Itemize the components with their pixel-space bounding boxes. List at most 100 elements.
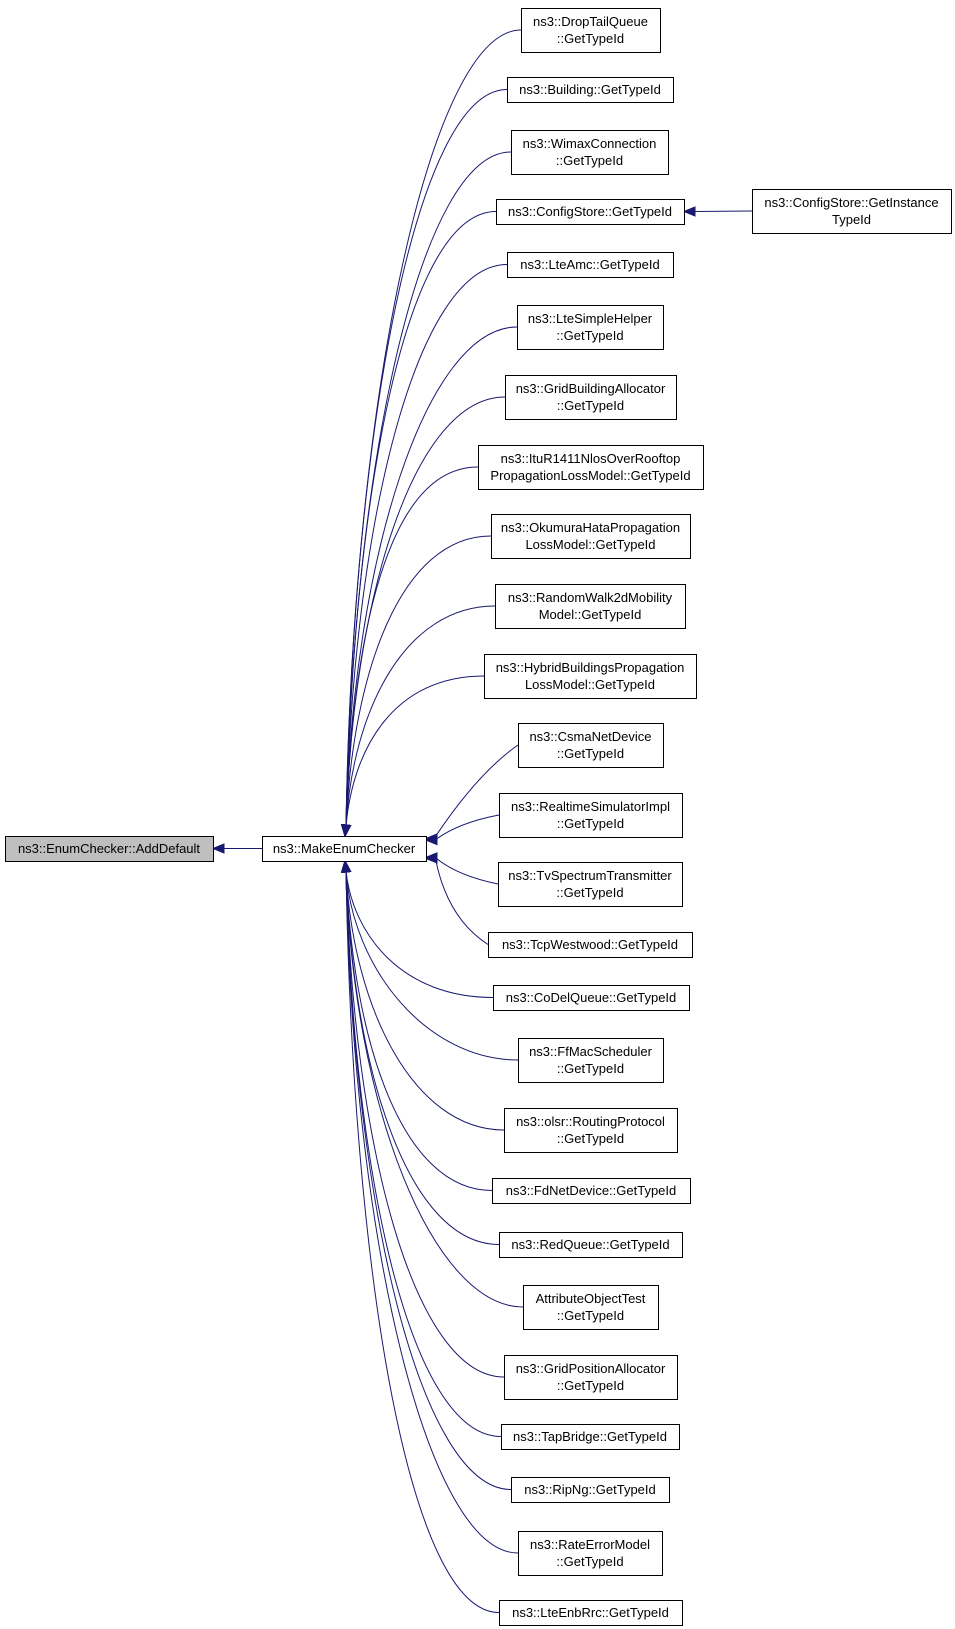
- node-attrobj[interactable]: AttributeObjectTest::GetTypeId: [523, 1285, 659, 1330]
- node-tvspectrum[interactable]: ns3::TvSpectrumTransmitter::GetTypeId: [498, 862, 683, 907]
- edge-ltesimple-to-make_enum_checker: [340, 326, 518, 838]
- edge-line: [345, 264, 508, 827]
- node-label: TypeId: [832, 212, 871, 227]
- node-ffmac[interactable]: ns3::FfMacScheduler::GetTypeId: [518, 1038, 664, 1083]
- node-label: LossModel::GetTypeId: [525, 537, 655, 552]
- node-label: ::GetTypeId: [557, 746, 624, 761]
- node-tapbridge[interactable]: ns3::TapBridge::GetTypeId: [501, 1424, 680, 1450]
- edge-hybrid-to-make_enum_checker: [340, 675, 485, 838]
- node-box: [518, 723, 664, 768]
- node-label: ns3::MakeEnumChecker: [273, 841, 416, 856]
- node-label: ns3::ConfigStore::GetTypeId: [508, 204, 672, 219]
- node-label: ns3::LteAmc::GetTypeId: [520, 257, 659, 272]
- node-box: [495, 584, 686, 629]
- edge-configstore_inst-to-configstore: [682, 206, 753, 217]
- edge-configstore-to-make_enum_checker: [340, 211, 497, 838]
- node-lteamc[interactable]: ns3::LteAmc::GetTypeId: [507, 252, 674, 278]
- node-box: [496, 199, 685, 225]
- arrow-head: [340, 859, 352, 873]
- node-label: ::GetTypeId: [557, 816, 624, 831]
- node-box: [523, 1285, 659, 1330]
- edge-lteamc-to-make_enum_checker: [340, 264, 508, 838]
- edge-ripng-to-make_enum_checker: [340, 859, 512, 1490]
- node-label: ::GetTypeId: [557, 1308, 624, 1323]
- edge-olsr-to-make_enum_checker: [340, 859, 505, 1131]
- node-ripng[interactable]: ns3::RipNg::GetTypeId: [511, 1477, 670, 1503]
- node-ltesimple[interactable]: ns3::LteSimpleHelper::GetTypeId: [517, 305, 664, 350]
- node-building[interactable]: ns3::Building::GetTypeId: [507, 77, 674, 103]
- node-csma[interactable]: ns3::CsmaNetDevice::GetTypeId: [518, 723, 664, 768]
- edge-make_enum_checker-to-add_default: [211, 843, 262, 854]
- node-label: ::GetTypeId: [557, 398, 624, 413]
- node-box: [507, 252, 674, 278]
- node-olsr[interactable]: ns3::olsr::RoutingProtocol::GetTypeId: [504, 1108, 678, 1153]
- node-codel[interactable]: ns3::CoDelQueue::GetTypeId: [493, 985, 690, 1011]
- node-gridpos[interactable]: ns3::GridPositionAllocator::GetTypeId: [504, 1355, 678, 1400]
- node-tcpwestwood[interactable]: ns3::TcpWestwood::GetTypeId: [488, 932, 693, 958]
- node-box: [478, 445, 704, 490]
- edge-line: [345, 870, 505, 1378]
- edge-ffmac-to-make_enum_checker: [340, 859, 519, 1061]
- edge-realtime-to-make_enum_checker: [424, 814, 500, 846]
- edge-line: [435, 814, 500, 840]
- node-box: [504, 1108, 678, 1153]
- edge-line: [345, 870, 493, 1191]
- node-box: [492, 1178, 691, 1204]
- node-label: ns3::RedQueue::GetTypeId: [511, 1237, 669, 1252]
- node-label: ::GetTypeId: [557, 1378, 624, 1393]
- node-lteenbrrc[interactable]: ns3::LteEnbRrc::GetTypeId: [499, 1600, 683, 1626]
- node-gridbuilding[interactable]: ns3::GridBuildingAllocator::GetTypeId: [505, 375, 677, 420]
- arrow-head: [211, 843, 225, 854]
- node-label: ns3::LteSimpleHelper: [528, 311, 653, 326]
- edge-line: [345, 870, 494, 998]
- node-label: ns3::HybridBuildingsPropagation: [496, 660, 685, 675]
- node-box: [499, 1600, 683, 1626]
- node-box: [517, 305, 664, 350]
- node-wimax[interactable]: ns3::WimaxConnection::GetTypeId: [511, 130, 669, 175]
- edge-lteenbrrc-to-make_enum_checker: [340, 859, 500, 1613]
- edge-line: [345, 605, 496, 827]
- node-label: ns3::ItuR1411NlosOverRooftop: [501, 451, 681, 466]
- node-realtime[interactable]: ns3::RealtimeSimulatorImpl::GetTypeId: [499, 793, 683, 838]
- node-okumura[interactable]: ns3::OkumuraHataPropagationLossModel::Ge…: [491, 514, 691, 559]
- node-box: [493, 985, 690, 1011]
- node-fdnet[interactable]: ns3::FdNetDevice::GetTypeId: [492, 1178, 691, 1204]
- edge-line: [345, 870, 512, 1490]
- node-box: [499, 793, 683, 838]
- edges-layer: [211, 29, 753, 1613]
- arrow-head: [424, 834, 438, 846]
- node-configstore[interactable]: ns3::ConfigStore::GetTypeId: [496, 199, 685, 225]
- edge-line: [345, 211, 497, 827]
- node-label: ::GetTypeId: [557, 1061, 624, 1076]
- edge-line: [345, 870, 524, 1308]
- edge-line: [345, 870, 500, 1613]
- edge-line: [345, 89, 508, 827]
- edge-line: [345, 870, 519, 1554]
- arrow-head: [340, 824, 352, 838]
- node-box: [262, 836, 427, 862]
- node-itur1411[interactable]: ns3::ItuR1411NlosOverRooftopPropagationL…: [478, 445, 704, 490]
- node-label: ns3::GridBuildingAllocator: [516, 381, 666, 396]
- node-label: LossModel::GetTypeId: [525, 677, 655, 692]
- edge-line: [345, 675, 485, 827]
- node-label: ns3::DropTailQueue: [533, 14, 648, 29]
- node-label: ns3::CsmaNetDevice: [529, 729, 651, 744]
- node-randomwalk[interactable]: ns3::RandomWalk2dMobilityModel::GetTypeI…: [495, 584, 686, 629]
- node-label: AttributeObjectTest: [536, 1291, 646, 1306]
- node-add-default[interactable]: ns3::EnumChecker::AddDefault: [5, 836, 214, 862]
- arrow-head: [682, 206, 696, 217]
- node-label: ns3::TcpWestwood::GetTypeId: [502, 937, 678, 952]
- node-label: ns3::FdNetDevice::GetTypeId: [506, 1183, 677, 1198]
- node-droptail[interactable]: ns3::DropTailQueue::GetTypeId: [521, 8, 661, 53]
- edge-line: [693, 210, 753, 212]
- node-rateerror[interactable]: ns3::RateErrorModel::GetTypeId: [518, 1531, 663, 1576]
- edge-line: [435, 744, 519, 836]
- edge-line: [345, 466, 479, 827]
- node-box: [484, 654, 697, 699]
- node-red[interactable]: ns3::RedQueue::GetTypeId: [499, 1232, 683, 1258]
- node-make-enum-checker[interactable]: ns3::MakeEnumChecker: [262, 836, 427, 862]
- edge-line: [435, 857, 499, 885]
- node-hybrid[interactable]: ns3::HybridBuildingsPropagationLossModel…: [484, 654, 697, 699]
- node-box: [504, 1355, 678, 1400]
